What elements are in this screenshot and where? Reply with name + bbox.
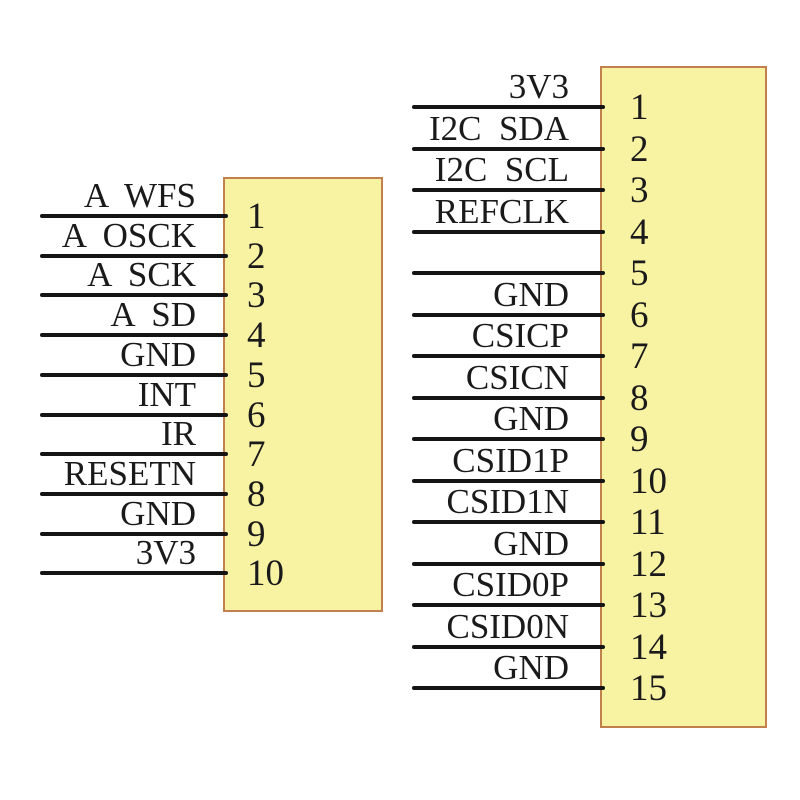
- right-connector-pin-13-number: 13: [630, 585, 667, 626]
- left-connector-pin-5-signal-label: GND: [120, 334, 196, 374]
- left-connector-pin-6-number: 6: [247, 394, 266, 436]
- right-connector-pin-14-signal-label: CSID0N: [446, 606, 569, 646]
- right-connector-pin-11-signal-label: CSID1N: [446, 482, 569, 521]
- left-connector-pin-9-number: 9: [247, 513, 266, 555]
- left-connector-pin-5-wire: [40, 372, 228, 377]
- right-connector-pin-9-number: 9: [630, 419, 649, 460]
- right-connector-pin-4-wire: [412, 229, 605, 234]
- left-connector-pin-6-signal-label: INT: [137, 374, 196, 414]
- right-connector-pin-11-wire: [412, 520, 605, 524]
- left-connector-pin-5-number: 5: [247, 354, 266, 396]
- left-connector-body: [223, 177, 383, 612]
- left-connector-pin-7-signal-label: IR: [161, 414, 196, 454]
- left-connector-pin-7-wire: [40, 452, 228, 457]
- left-connector-pin-10-signal-label: 3V3: [135, 533, 196, 573]
- right-connector-pin-12-signal-label: GND: [493, 523, 569, 563]
- left-connector-pin-3-number: 3: [247, 275, 266, 317]
- right-connector-pin-6-wire: [412, 312, 605, 317]
- right-connector-pin-12-number: 12: [630, 543, 667, 585]
- left-connector-pin-8-signal-label: RESETN: [63, 453, 196, 493]
- right-connector-pin-1-wire: [412, 105, 605, 109]
- left-connector-pin-3-wire: [40, 293, 228, 298]
- right-connector-pin-15-number: 15: [630, 668, 667, 709]
- right-connector-pin-12-wire: [412, 561, 605, 566]
- left-connector-pin-9-signal-label: GND: [120, 493, 196, 533]
- right-connector-pin-6-number: 6: [630, 294, 649, 336]
- right-connector-body: [600, 66, 767, 728]
- right-connector-pin-4-signal-label: REFCLK: [434, 191, 569, 231]
- right-connector-pin-10-signal-label: CSID1P: [452, 440, 569, 480]
- right-connector-pin-3-number: 3: [630, 170, 649, 211]
- right-connector-pin-13-signal-label: CSID0P: [452, 565, 569, 604]
- left-connector-pin-1-signal-label: A WFS: [83, 176, 196, 215]
- left-connector-pin-9-wire: [40, 531, 228, 536]
- right-connector-pin-5-number: 5: [630, 253, 649, 294]
- right-connector-pin-14-wire: [412, 644, 605, 649]
- right-connector-pin-9-wire: [412, 437, 605, 441]
- right-connector-pin-7-signal-label: CSICP: [471, 316, 569, 355]
- right-connector-pin-14-number: 14: [630, 626, 667, 668]
- right-connector-pin-7-number: 7: [630, 336, 649, 377]
- right-connector-pin-8-signal-label: CSICN: [465, 357, 569, 397]
- left-connector-pin-4-wire: [40, 333, 228, 338]
- left-connector-pin-1-number: 1: [247, 196, 266, 237]
- left-connector-pin-8-wire: [40, 491, 228, 496]
- left-connector-pin-10-number: 10: [247, 553, 284, 595]
- left-connector-pin-2-signal-label: A OSCK: [61, 215, 196, 255]
- right-connector-pin-3-signal-label: I2C SCL: [434, 150, 569, 189]
- left-connector-pin-7-number: 7: [247, 434, 266, 476]
- right-connector-pin-8-wire: [412, 395, 605, 400]
- left-connector-pin-3-signal-label: A SCK: [87, 255, 196, 295]
- right-connector-pin-1-number: 1: [630, 87, 649, 128]
- right-connector-pin-15-wire: [412, 686, 605, 690]
- right-connector-pin-4-number: 4: [630, 211, 649, 253]
- right-connector-pin-6-signal-label: GND: [493, 274, 569, 314]
- right-connector-pin-2-number: 2: [630, 128, 649, 170]
- left-connector-pin-2-number: 2: [247, 235, 266, 277]
- left-connector-pin-6-wire: [40, 412, 228, 417]
- right-connector-pin-7-wire: [412, 354, 605, 358]
- left-connector-pin-1-wire: [40, 214, 228, 218]
- right-connector-pin-3-wire: [412, 188, 605, 192]
- left-connector-pin-8-number: 8: [247, 473, 266, 515]
- left-connector-pin-4-signal-label: A SD: [110, 295, 196, 335]
- right-connector-pin-10-wire: [412, 478, 605, 483]
- right-connector-pin-13-wire: [412, 603, 605, 607]
- right-connector-pin-1-signal-label: 3V3: [508, 67, 569, 106]
- right-connector-pin-2-signal-label: I2C SDA: [428, 108, 569, 148]
- right-connector-pin-5-wire: [412, 271, 605, 275]
- right-connector-pin-2-wire: [412, 146, 605, 151]
- right-connector-pin-8-number: 8: [630, 377, 649, 419]
- right-connector-pin-9-signal-label: GND: [493, 399, 569, 438]
- right-connector-pin-15-signal-label: GND: [493, 648, 569, 687]
- right-connector-pin-10-number: 10: [630, 460, 667, 502]
- left-connector-pin-4-number: 4: [247, 315, 266, 357]
- left-connector-pin-2-wire: [40, 253, 228, 258]
- left-connector-pin-10-wire: [40, 571, 228, 576]
- right-connector-pin-11-number: 11: [630, 502, 666, 543]
